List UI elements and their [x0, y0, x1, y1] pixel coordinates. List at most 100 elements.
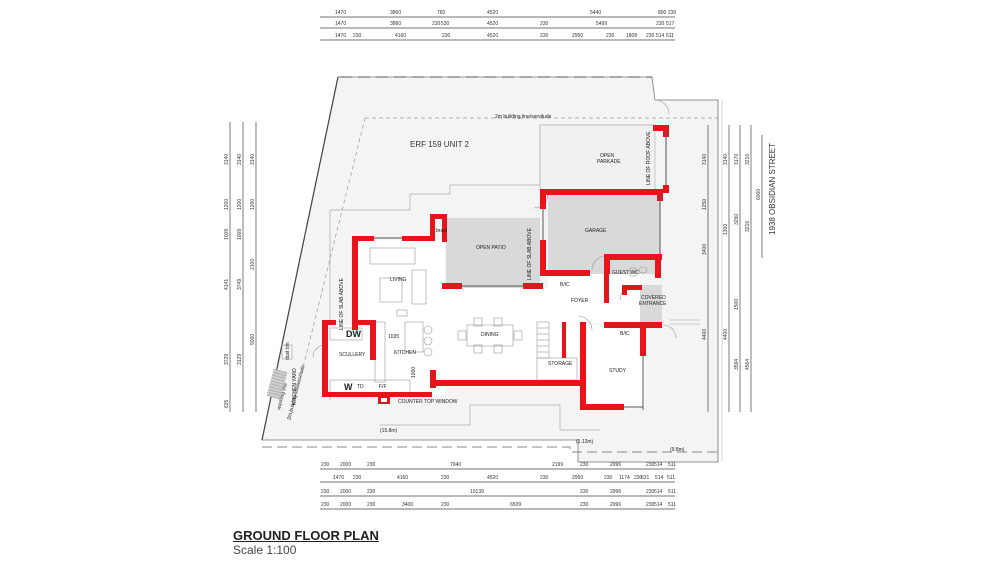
dim-label: 3860	[390, 21, 401, 27]
dim-label: 3129	[237, 354, 243, 365]
dim-label: 230	[580, 489, 589, 495]
dim-label: 230	[353, 475, 362, 481]
dim-label: 2950	[572, 475, 583, 481]
dim-label: 230	[353, 33, 362, 39]
dim-label: 2000	[340, 489, 351, 495]
dim-label: 3140	[237, 154, 243, 165]
dim-label: 4520	[487, 10, 498, 16]
dim-label: 1200	[224, 199, 230, 210]
dim-label: 530	[441, 21, 450, 27]
dim-label: 4141	[224, 279, 230, 290]
foyer-label: FOYER	[571, 298, 589, 304]
dim-label: 230	[646, 489, 655, 495]
dim-label: 511	[668, 502, 676, 508]
site-label: ERF 159 UNIT 2	[410, 140, 470, 149]
open-parkade-area	[539, 124, 656, 191]
dim-label: 4520	[487, 33, 498, 39]
kitchen-dim: 1035	[388, 334, 399, 340]
bic-label: B/IC	[560, 282, 570, 288]
guest-wc-label: GUEST WC	[612, 270, 639, 276]
dim-label: 2100	[250, 259, 256, 270]
dim-label: 760	[437, 10, 446, 16]
dim-label: 230	[442, 33, 451, 39]
dim-label: 3729	[224, 354, 230, 365]
dim-label: 2996	[610, 462, 621, 468]
armchair-icon	[379, 277, 403, 303]
dim-label: 1470	[335, 33, 346, 39]
dim-label: 230	[367, 489, 376, 495]
covered-entrance-area	[640, 285, 662, 325]
dim-label: 230	[646, 33, 655, 39]
dim-label: 4160	[397, 475, 408, 481]
dim-label: 230	[321, 489, 330, 495]
dim-label: 230	[540, 21, 549, 27]
dim-label: 230	[321, 502, 330, 508]
dim-label: 511	[666, 33, 674, 39]
dust-bin-label: dust bin	[285, 342, 291, 360]
dim-label: 1009	[237, 229, 243, 240]
kitchen-label: KITCHEN	[394, 350, 416, 356]
dim-label: 511	[668, 462, 676, 468]
dim-label: 514	[654, 502, 663, 508]
dim-label: 5000	[250, 334, 256, 345]
garage-label: GARAGE	[585, 228, 607, 234]
dim-label: 514	[654, 489, 663, 495]
dim-label: 4400	[723, 329, 729, 340]
dim-label: 6000	[756, 189, 762, 200]
dim-label: 230	[367, 462, 376, 468]
washing-line-icon	[266, 368, 288, 400]
dim-label: 631	[641, 475, 650, 481]
fridge-label: F/F	[379, 384, 387, 390]
dim-label: 230	[540, 33, 549, 39]
dim-label: 3170	[734, 154, 740, 165]
dim-label: 1174	[619, 475, 630, 481]
dim-label: 3140	[702, 154, 708, 165]
left-dimensions	[229, 122, 257, 412]
dim-label: 5499	[596, 21, 607, 27]
interior	[325, 240, 645, 407]
living-label: LIVING	[390, 277, 407, 283]
covered-entrance-label: ENTRANCE	[639, 301, 667, 307]
dim-label: 230	[646, 462, 655, 468]
dim-label: 4520	[487, 475, 498, 481]
dim-label: 230	[646, 502, 655, 508]
dim-label: 511	[668, 489, 676, 495]
dim-label: 800	[658, 10, 667, 16]
dishwasher-label: DW	[346, 329, 361, 339]
dust-bin-icon	[281, 344, 293, 360]
dryer-label: TD	[357, 384, 364, 390]
dim-label: 3140	[723, 154, 729, 165]
dining-label: DINING	[481, 332, 499, 338]
drawing-title: GROUND FLOOR PLAN	[233, 528, 379, 543]
dim-label: 6509	[510, 502, 521, 508]
counter-window-label: COUNTER TOP WINDOW	[398, 399, 458, 405]
boundary-length-label: (1.12m)	[576, 439, 594, 445]
dim-label: 3400	[702, 244, 708, 255]
dim-label: 230	[540, 475, 549, 481]
bottom-dimensions	[320, 468, 675, 510]
open-patio-label: OPEN PATIO	[476, 245, 506, 251]
dim-label: 635	[224, 399, 230, 408]
dim-label: 5440	[590, 10, 601, 16]
dim-label: 10139	[470, 489, 484, 495]
dim-label: 2199	[552, 462, 563, 468]
braai-label: braai	[436, 228, 447, 234]
windows	[374, 131, 667, 410]
dim-label: 1808	[626, 33, 637, 39]
dim-label: 230	[606, 33, 615, 39]
dim-label: 3140	[224, 154, 230, 165]
dim-label: 514	[655, 475, 664, 481]
dim-label: 230	[604, 475, 613, 481]
dim-label: 1200	[237, 199, 243, 210]
dim-label: 230	[441, 502, 450, 508]
covered-entrance-label: COVERED	[641, 295, 666, 301]
dim-label: 2950	[572, 33, 583, 39]
line-roof-label: LINE OF ROOF ABOVE	[646, 131, 652, 185]
dim-label: 230	[580, 502, 589, 508]
dim-label: 4564	[745, 359, 751, 370]
bic-label: B/IC	[620, 331, 630, 337]
dim-label: 230	[668, 10, 677, 16]
open-patio-area	[446, 218, 540, 288]
dim-label: 2996	[610, 489, 621, 495]
